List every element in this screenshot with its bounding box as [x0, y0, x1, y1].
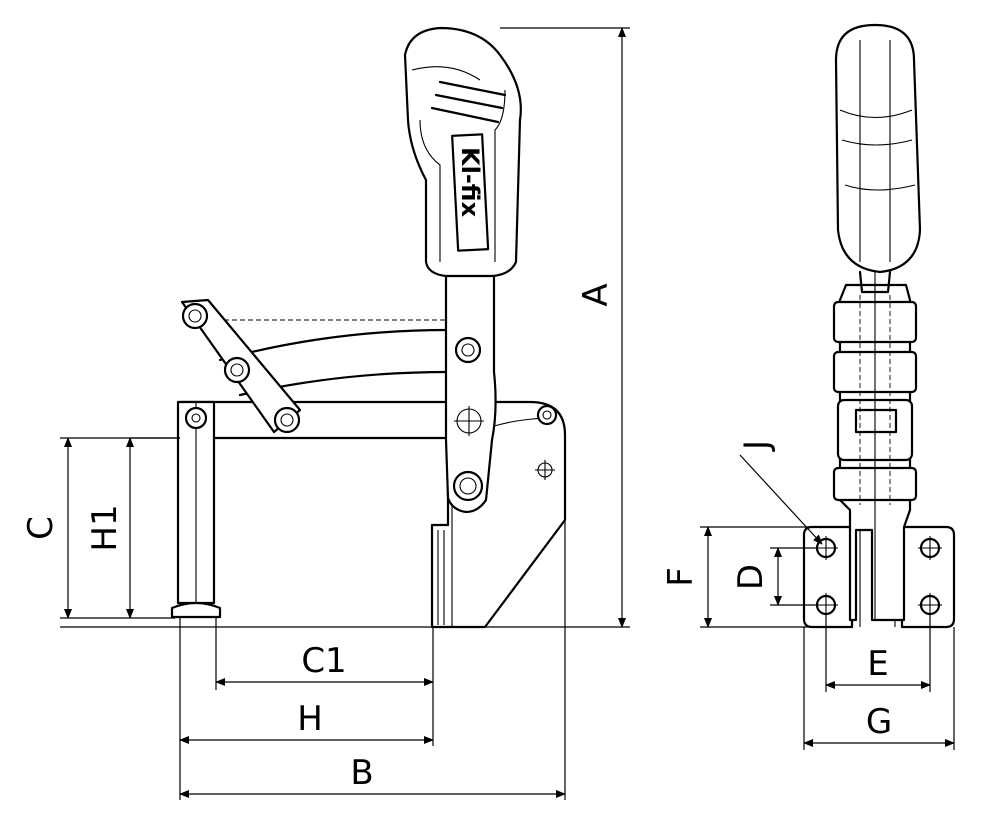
clamp-arm [178, 400, 450, 440]
dim-label-D: D [731, 564, 771, 590]
dim-label-E: E [867, 644, 888, 684]
lever-pivot-top [454, 336, 482, 364]
side-view-dimensions: A C H1 C1 H B [21, 27, 630, 800]
dim-label-H: H [297, 699, 323, 739]
handle-lever [444, 270, 497, 514]
dim-label-A: A [576, 283, 616, 306]
body-pivot [536, 404, 558, 426]
dim-label-C: C [21, 516, 61, 540]
spindle-pad [170, 601, 222, 619]
dim-label-B: B [350, 753, 373, 793]
dim-label-G: G [866, 702, 892, 742]
link-pivot-top [181, 302, 209, 330]
arm-pivot [184, 406, 208, 430]
dim-label-F: F [661, 567, 701, 587]
front-handle-grip [834, 23, 922, 274]
mounting-hole [918, 593, 942, 617]
link-pivot-low [273, 406, 301, 434]
front-view-dimensions: J F D E G [661, 440, 955, 750]
link-pivot-mid [223, 356, 251, 384]
side-view: Kl-fix [170, 26, 567, 629]
brand-logo: Kl-fix [456, 147, 484, 218]
dim-label-C1: C1 [301, 641, 346, 681]
mounting-hole [918, 536, 942, 560]
dim-label-H1: H1 [85, 504, 125, 551]
front-view [802, 23, 956, 629]
dim-label-J: J [737, 440, 777, 452]
lever-pivot-low [452, 470, 484, 502]
